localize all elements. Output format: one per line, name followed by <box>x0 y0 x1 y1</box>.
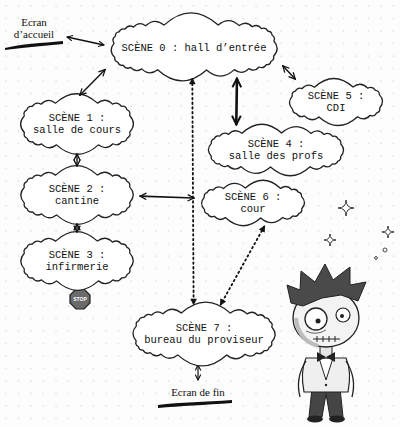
zombie-arm <box>298 361 306 397</box>
scene-name: bureau du proviseur <box>144 334 264 346</box>
screen-arrow <box>197 365 198 380</box>
scene-title: SCÈNE 3 : <box>49 249 106 261</box>
underline-swoosh <box>158 400 232 408</box>
scene-title: SCÈNE 5 : <box>308 90 365 102</box>
scene-name: cour <box>240 203 265 215</box>
scene-title: SCÈNE 0 : hall d’entrée <box>122 42 267 54</box>
zombie-eye <box>336 308 350 322</box>
underline-swoosh <box>5 41 63 50</box>
screen-label: Ecran de fin <box>150 386 246 398</box>
sparkle <box>324 234 336 246</box>
cloud-outline <box>205 128 347 172</box>
cloud-outline <box>198 183 308 223</box>
zombie-bowtie <box>317 352 335 362</box>
cloud-outline <box>21 232 133 291</box>
cloud-outline <box>108 20 280 75</box>
zombie-button <box>325 384 327 386</box>
screen-label: Ecran d’accueil <box>2 16 66 40</box>
scene-link <box>235 79 238 124</box>
scene-link <box>76 224 77 232</box>
zombie-pupil <box>340 314 344 318</box>
scene-name: salle de cours <box>33 124 121 136</box>
zombie-illustration <box>287 264 366 423</box>
scene-cloud: SCÈNE 2 :cantine <box>18 170 136 220</box>
scene-name: CDI <box>327 102 346 114</box>
zombie-eyebag <box>306 330 326 333</box>
zombie-eye <box>305 308 327 330</box>
cloud-outline <box>286 82 386 122</box>
scene-name: infirmerie <box>45 261 108 273</box>
zombie-jacket <box>302 358 349 392</box>
cloud-outline <box>21 94 134 155</box>
stop-sign <box>70 289 90 309</box>
scene-link <box>283 66 296 79</box>
cloud-outline <box>133 302 275 366</box>
sparkle-dot <box>375 257 378 260</box>
cloud-outline <box>208 124 343 175</box>
scene-title: SCÈNE 6 : <box>225 191 282 203</box>
cloud-outline <box>130 308 278 360</box>
scene-cloud: SCÈNE 3 :infirmerie <box>18 236 136 286</box>
cloud-outline <box>18 170 136 220</box>
scene-name: cantine <box>55 195 99 207</box>
sparkle <box>382 226 394 238</box>
scene-cloud: SCÈNE 6 :cour <box>198 183 308 223</box>
zombie-arm <box>346 361 354 397</box>
cloud-outline <box>202 180 305 226</box>
scene-title: SCÈNE 4 : <box>248 138 305 150</box>
scene-name: salle des profs <box>229 150 324 162</box>
cloud-outline <box>18 98 136 150</box>
scene-title: SCÈNE 1 : <box>49 112 106 124</box>
scene-link <box>221 226 265 304</box>
zombie-pupil <box>316 319 321 324</box>
zombie-shirt <box>319 358 333 380</box>
scene-cloud: SCÈNE 7 :bureau du proviseur <box>130 308 278 360</box>
sparkle-dot <box>383 248 387 252</box>
scene-cloud: SCÈNE 4 :salle des profs <box>205 128 347 172</box>
scene-link <box>140 196 194 198</box>
stop-sign-text: STOP <box>68 296 92 302</box>
scene-cloud: SCÈNE 0 : hall d’entrée <box>108 20 280 75</box>
zombie-mouth-stitches <box>313 336 340 342</box>
cloud-outline <box>289 78 382 125</box>
scene-link <box>80 70 105 96</box>
zombie-shoe <box>307 416 323 423</box>
sparkle <box>338 200 354 216</box>
scene-cloud: SCÈNE 1 :salle de cours <box>18 98 136 150</box>
scene-link <box>192 79 193 304</box>
cloud-outline <box>21 166 133 225</box>
scene-cloud: SCÈNE 5 :CDI <box>286 82 386 122</box>
zombie-shoe <box>329 416 345 423</box>
scene-title: SCÈNE 7 : <box>176 322 233 334</box>
scene-link <box>76 154 77 166</box>
cloud-outline <box>111 13 277 81</box>
cloud-outline <box>18 236 136 286</box>
scene-title: SCÈNE 2 : <box>49 183 106 195</box>
zombie-hair <box>287 264 366 306</box>
screen-arrow <box>67 37 104 45</box>
